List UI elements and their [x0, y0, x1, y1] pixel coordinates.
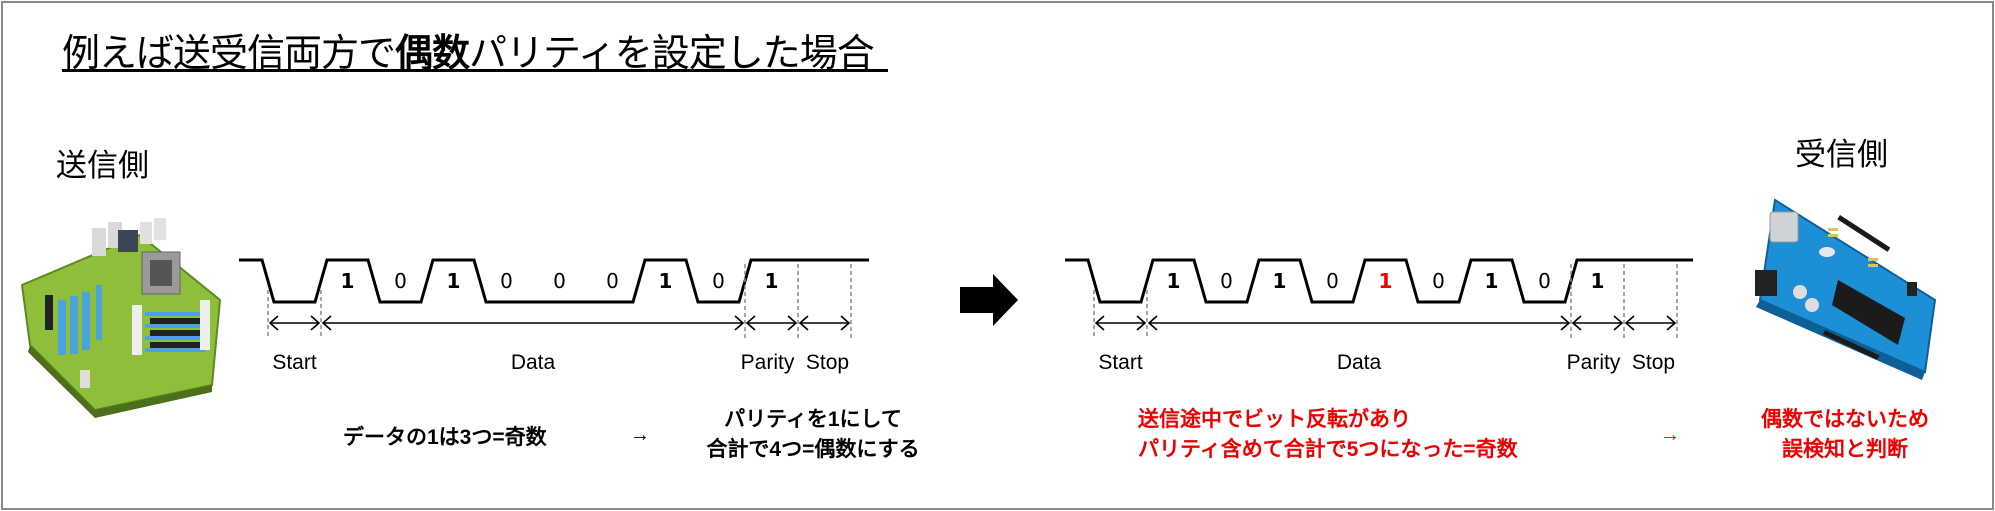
signal-waveform	[239, 258, 869, 304]
receiver-error-note: 送信途中でビット反転があり パリティ含めて合計で5つになった=奇数	[1138, 405, 1518, 465]
field-label-parity: Parity	[741, 351, 795, 374]
field-label-stop: Stop	[1632, 351, 1675, 374]
data-bit: 0	[1326, 269, 1339, 293]
arduino-board-icon	[1755, 198, 1937, 380]
data-bit: 1	[1167, 269, 1181, 293]
sender-note-arrow: →	[630, 424, 650, 446]
field-span-arrow-data	[1147, 315, 1571, 331]
data-bit: 0	[1220, 269, 1233, 293]
motherboard-icon	[20, 218, 222, 418]
title-prefix: 例えば送受信両方で	[62, 33, 396, 75]
data-bit: 1	[1379, 269, 1393, 293]
data-bit: 0	[712, 269, 725, 293]
receiver-error-line2: パリティ含めて合計で5つになった=奇数	[1138, 438, 1518, 461]
right-arrow-icon	[960, 274, 1018, 326]
data-bit: 1	[1485, 269, 1499, 293]
field-span-arrow-start	[1094, 315, 1147, 331]
data-bit: 1	[341, 269, 355, 293]
sender-result-line2: 合計で4つ=偶数にする	[706, 438, 920, 461]
sender-label: 送信側	[56, 148, 149, 183]
data-bit: 0	[606, 269, 619, 293]
title-emphasis: 偶数	[395, 33, 470, 75]
data-bit: 0	[394, 269, 407, 293]
sender-result-line1: パリティを1にして	[724, 408, 902, 431]
title-suffix: パリティを設定した場合	[469, 33, 875, 75]
data-bit: 0	[500, 269, 513, 293]
field-label-start: Start	[272, 351, 317, 374]
data-bit: 1	[1273, 269, 1287, 293]
data-bit: 0	[1538, 269, 1551, 293]
field-span-arrow-parity	[745, 315, 798, 331]
receiver-result-note: 偶数ではないため 誤検知と判断	[1735, 405, 1955, 465]
field-span-arrow-parity	[1571, 315, 1624, 331]
data-bit: 1	[659, 269, 673, 293]
field-span-arrow-stop	[1624, 315, 1677, 331]
page-title: 例えば送受信両方で偶数パリティを設定した場合	[62, 22, 875, 77]
data-bit: 0	[553, 269, 566, 293]
receiver-result-line1: 偶数ではないため	[1761, 408, 1929, 431]
field-label-start: Start	[1098, 351, 1143, 374]
receiver-error-line1: 送信途中でビット反転があり	[1138, 408, 1411, 431]
data-bit: 1	[447, 269, 461, 293]
receiver-result-line2: 誤検知と判断	[1782, 438, 1908, 461]
field-span-arrow-stop	[798, 315, 851, 331]
field-label-data: Data	[511, 351, 556, 374]
field-label-stop: Stop	[806, 351, 849, 374]
sender-result-note: パリティを1にして 合計で4つ=偶数にする	[682, 405, 944, 465]
sender-count-note: データの1は3つ=奇数	[343, 426, 547, 449]
parity-bit: 1	[1591, 269, 1605, 293]
field-span-arrow-start	[268, 315, 321, 331]
signal-waveform	[1065, 258, 1693, 304]
title-underline	[62, 69, 888, 72]
field-label-data: Data	[1337, 351, 1382, 374]
receiver-note-arrow: →	[1660, 424, 1680, 446]
receiver-label: 受信側	[1795, 137, 1888, 172]
data-bit: 0	[1432, 269, 1445, 293]
field-span-arrow-data	[321, 315, 745, 331]
field-label-parity: Parity	[1567, 351, 1621, 374]
parity-bit: 1	[765, 269, 779, 293]
